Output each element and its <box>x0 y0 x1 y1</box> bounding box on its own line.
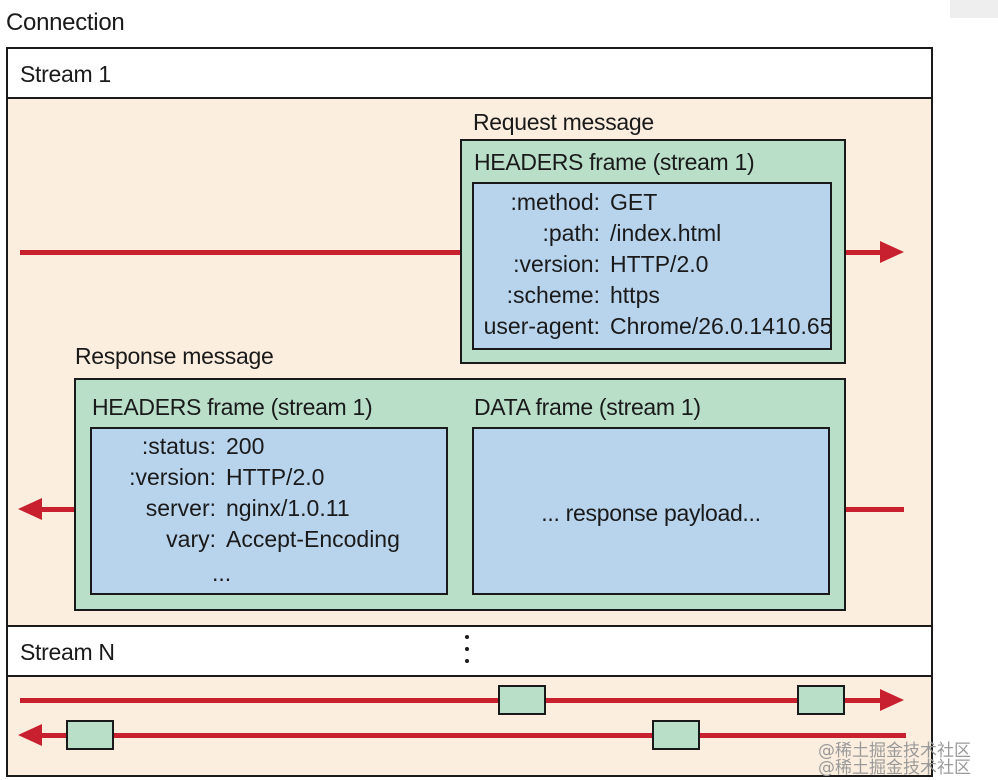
request-header-row: :method: GET <box>474 187 833 218</box>
response-header-row: ... <box>92 558 400 589</box>
stream-n-frame <box>498 685 546 715</box>
header-value: GET <box>610 189 658 215</box>
request-headers-frame-title: HEADERS frame (stream 1) <box>474 149 755 175</box>
response-arrow-line <box>40 507 76 512</box>
response-data-frame-title: DATA frame (stream 1) <box>474 394 701 420</box>
header-value: Chrome/26.0.1410.65 <box>610 313 833 339</box>
stream-1-header: Stream 1 <box>6 47 933 99</box>
request-headers-block: :method: GET :path: /index.html :version: H… <box>472 182 833 350</box>
stream-n-request-arrow-head-icon <box>880 689 904 711</box>
stream-n-header: Stream N <box>6 625 933 677</box>
vertical-ellipsis-icon <box>465 635 469 671</box>
request-header-row: :scheme: https <box>474 280 833 311</box>
response-header-row: :status: 200 <box>92 431 400 462</box>
stream-n-response-arrow-head-icon <box>18 724 42 746</box>
header-key: :scheme: <box>506 282 600 308</box>
header-key: user-agent: <box>483 313 600 339</box>
response-headers-block: :status: 200 :version: HTTP/2.0 server: ngi… <box>90 427 448 595</box>
response-message-caption: Response message <box>75 343 274 369</box>
response-arrow-line-tail <box>844 507 904 512</box>
request-arrow-line-tail <box>844 250 884 255</box>
header-value: /index.html <box>610 220 722 246</box>
stream-n-response-line <box>40 733 906 738</box>
corner-shade <box>950 0 998 18</box>
header-value: https <box>610 282 660 308</box>
header-value: nginx/1.0.11 <box>226 495 350 521</box>
response-arrow-head-icon <box>18 498 42 520</box>
request-headers-frame: HEADERS frame (stream 1) :method: GET :pa… <box>460 139 846 364</box>
response-data-block: ... response payload... <box>472 427 830 595</box>
stream-1-label: Stream 1 <box>20 61 111 87</box>
watermark-text: @稀土掘金技术社区 <box>818 758 971 778</box>
watermark-text: @稀土掘金技术社区 <box>818 741 971 761</box>
request-header-row: user-agent: Chrome/26.0.1410.65 <box>474 311 833 342</box>
request-message-caption: Request message <box>473 109 654 135</box>
request-arrow-head-icon <box>880 241 904 263</box>
header-key: :status: <box>141 433 216 459</box>
response-header-row: server: nginx/1.0.11 <box>92 493 400 524</box>
response-header-row: vary: Accept-Encoding <box>92 524 400 555</box>
request-header-list: :method: GET :path: /index.html :version: H… <box>474 187 833 342</box>
header-key <box>92 558 216 589</box>
connection-title: Connection <box>6 9 125 36</box>
stream-n-label: Stream N <box>20 639 115 665</box>
header-key: server: <box>145 495 216 521</box>
response-header-row: :version: HTTP/2.0 <box>92 462 400 493</box>
stream-n-frame <box>797 685 845 715</box>
header-key: :method: <box>510 189 601 215</box>
response-payload-text: ... response payload... <box>541 500 761 526</box>
header-key: :version: <box>129 464 216 490</box>
request-header-row: :path: /index.html <box>474 218 833 249</box>
request-arrow-line <box>20 250 463 255</box>
stream-n-body <box>6 675 933 777</box>
stream-n-request-line <box>20 698 882 703</box>
header-key: vary: <box>166 526 216 552</box>
request-header-row: :version: HTTP/2.0 <box>474 249 833 280</box>
header-value: HTTP/2.0 <box>610 251 709 277</box>
response-frames: HEADERS frame (stream 1) DATA frame (str… <box>74 378 846 611</box>
stream-n-frame <box>652 720 700 750</box>
header-value: Accept-Encoding <box>226 526 400 552</box>
header-key: :version: <box>513 251 600 277</box>
header-key: :path: <box>542 220 600 246</box>
header-value: 200 <box>226 433 265 459</box>
response-headers-frame-title: HEADERS frame (stream 1) <box>92 394 373 420</box>
response-header-list: :status: 200 :version: HTTP/2.0 server: ngi… <box>92 431 400 589</box>
header-value: ... <box>212 560 232 586</box>
stream-n-frame <box>66 720 114 750</box>
header-value: HTTP/2.0 <box>226 464 325 490</box>
